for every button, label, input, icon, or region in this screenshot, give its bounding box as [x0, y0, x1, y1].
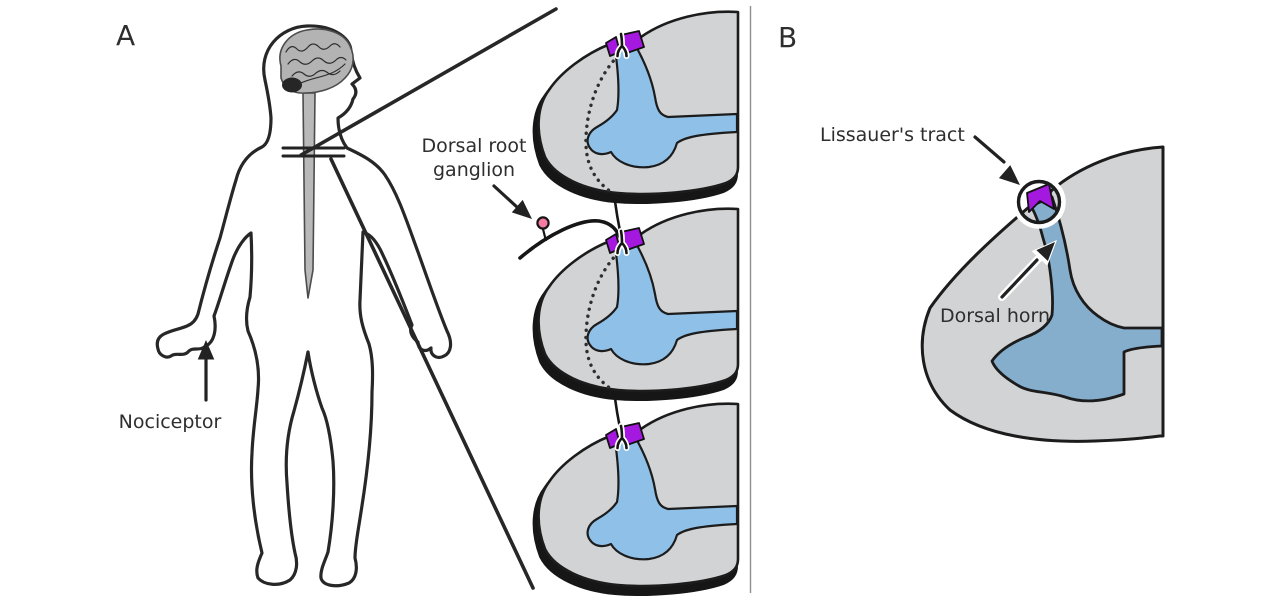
drg-arrow: [492, 184, 520, 210]
brain-gyri-line: [287, 56, 347, 65]
panel-b-label: B: [778, 21, 797, 54]
lissauer-highlight-ring: [1016, 179, 1062, 225]
drg-stem: [541, 228, 548, 242]
cerebellum: [282, 77, 302, 93]
section-b-lissauer-patch: [1026, 183, 1055, 213]
brain-sulcus-line: [298, 63, 346, 85]
drg-label-line2: ganglion: [433, 159, 515, 181]
panel-a-label: A: [116, 19, 135, 52]
spinal-section-3: [536, 402, 740, 593]
zoom-wedge-line-lower: [329, 157, 535, 590]
brain-gyri-line: [291, 69, 341, 77]
nociceptor-label: Nociceptor: [119, 411, 222, 433]
brain-gyri-line: [285, 43, 341, 53]
spinal-section-2: [536, 207, 740, 398]
spinal-cord: [302, 92, 316, 299]
lissauers-tract-label: Lissauer's tract: [820, 124, 965, 146]
section-b-gray-matter: [990, 195, 1164, 403]
brain: [279, 28, 354, 94]
zoom-wedge-line-upper: [299, 7, 558, 157]
lissauer-highlight-ring-outer: [1012, 175, 1066, 229]
dorsal-horn-label: Dorsal horn: [940, 305, 1050, 327]
dorsal-horn-arrow: [1000, 258, 1039, 299]
afferent-nerve-fiber: [518, 219, 624, 260]
lissauers-tract-arrow: [973, 135, 1006, 164]
spinal-section-1: [536, 10, 740, 201]
drg-label-line1: Dorsal root: [421, 135, 526, 157]
human-body-outline: [155, 24, 453, 588]
dorsal-root-ganglion-dot: [536, 216, 550, 230]
